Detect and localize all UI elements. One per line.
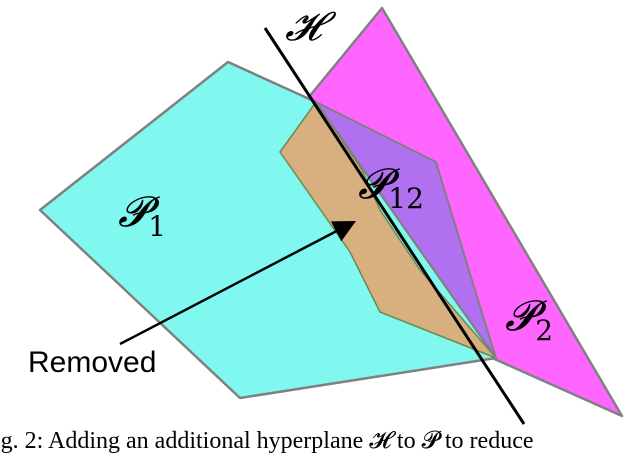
intersection-p12: [315, 101, 497, 359]
hyperplane-line: [263, 27, 526, 425]
hyperplane-label: 𝓗: [285, 4, 337, 50]
removed-label: Removed: [28, 346, 156, 379]
caption-text: ig. 2: Adding an additional hyperplane 𝓗…: [0, 428, 534, 454]
p1-label-sub: 1: [148, 210, 166, 243]
removed-arrow: [119, 220, 356, 346]
p12-label-sub: 12: [388, 182, 424, 215]
p2-label-sub: 2: [535, 314, 553, 347]
